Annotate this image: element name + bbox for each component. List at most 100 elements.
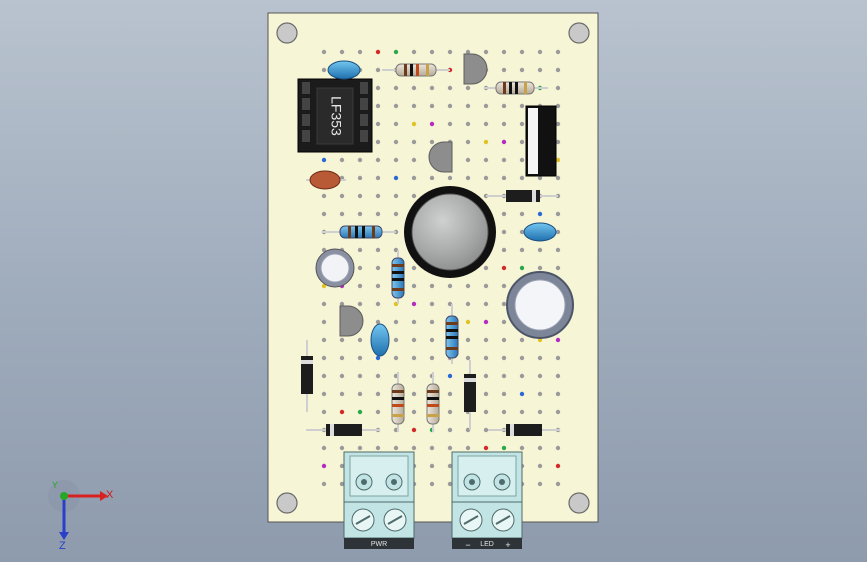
- board-hole: [519, 211, 525, 217]
- board-hole: [537, 265, 543, 271]
- z-axis-label: Z: [59, 540, 66, 550]
- board-hole: [447, 445, 453, 451]
- board-hole: [447, 409, 453, 415]
- board-hole: [357, 301, 363, 307]
- board-hole: [393, 139, 399, 145]
- board-hole: [537, 481, 543, 487]
- board-hole: [375, 121, 381, 127]
- board-hole: [501, 157, 507, 163]
- board-hole: [465, 355, 471, 361]
- blue-capacitors[interactable]: [327, 60, 557, 357]
- board-hole: [357, 49, 363, 55]
- board-hole: [555, 481, 561, 487]
- board-hole: [483, 139, 489, 145]
- board-hole: [465, 103, 471, 109]
- board-hole: [519, 265, 525, 271]
- board-hole: [429, 121, 435, 127]
- board-hole: [501, 373, 507, 379]
- board-hole: [321, 445, 327, 451]
- orientation-triad: X Z Y: [48, 480, 114, 550]
- board-hole: [555, 49, 561, 55]
- board-hole: [339, 49, 345, 55]
- board-hole: [501, 211, 507, 217]
- resistor-top: [382, 63, 450, 77]
- board-hole: [555, 67, 561, 73]
- board-hole: [339, 211, 345, 217]
- board-hole: [375, 355, 381, 361]
- board-hole: [555, 409, 561, 415]
- board-hole: [375, 265, 381, 271]
- board-hole: [501, 301, 507, 307]
- diode-right-mid: [486, 190, 558, 202]
- board-hole: [465, 445, 471, 451]
- board-hole: [519, 121, 525, 127]
- board-hole: [519, 247, 525, 253]
- board-hole: [375, 193, 381, 199]
- board-hole: [555, 445, 561, 451]
- board-hole: [375, 247, 381, 253]
- board-hole: [393, 157, 399, 163]
- ic-chip[interactable]: LF353: [297, 78, 373, 153]
- diodes[interactable]: [301, 190, 560, 436]
- board-hole: [375, 103, 381, 109]
- board-hole: [411, 85, 417, 91]
- board-hole: [321, 193, 327, 199]
- board-hole: [537, 211, 543, 217]
- board-hole: [411, 337, 417, 343]
- diode-left-vertical: [301, 340, 313, 412]
- board-hole: [483, 175, 489, 181]
- board-hole: [357, 157, 363, 163]
- board-hole: [555, 373, 561, 379]
- board-hole: [411, 391, 417, 397]
- board-hole: [447, 103, 453, 109]
- board-hole: [501, 175, 507, 181]
- diode-bottom-left: [306, 424, 380, 436]
- resistor-right-top: [484, 81, 548, 95]
- mounting-holes: [276, 22, 590, 514]
- board-hole: [483, 121, 489, 127]
- board-hole: [465, 49, 471, 55]
- voltage-regulator[interactable]: [525, 105, 557, 177]
- resistors[interactable]: [322, 63, 548, 432]
- board-hole: [411, 319, 417, 325]
- board-hole: [411, 193, 417, 199]
- board-hole: [537, 409, 543, 415]
- terminal-blocks[interactable]: PWR LED: [343, 451, 523, 549]
- board-hole: [375, 373, 381, 379]
- board-hole: [555, 157, 561, 163]
- board-hole: [357, 211, 363, 217]
- board-hole: [321, 157, 327, 163]
- board-hole: [321, 373, 327, 379]
- board-hole: [339, 355, 345, 361]
- led-right[interactable]: [506, 271, 574, 339]
- board-hole: [447, 49, 453, 55]
- led-left[interactable]: [315, 248, 355, 288]
- board-hole: [321, 337, 327, 343]
- board-hole: [429, 139, 435, 145]
- board-hole: [537, 67, 543, 73]
- board-hole: [537, 391, 543, 397]
- board-hole: [501, 49, 507, 55]
- electrolytic-capacitor[interactable]: [404, 186, 496, 278]
- board-hole: [555, 391, 561, 397]
- board-hole: [483, 355, 489, 361]
- board-hole: [555, 355, 561, 361]
- board-hole: [501, 337, 507, 343]
- board-hole: [411, 445, 417, 451]
- board-hole: [483, 103, 489, 109]
- board-hole: [501, 283, 507, 289]
- board-hole: [501, 355, 507, 361]
- board-hole: [429, 481, 435, 487]
- board-hole: [393, 175, 399, 181]
- board-hole: [483, 301, 489, 307]
- board-hole: [465, 139, 471, 145]
- board-hole: [429, 175, 435, 181]
- board-hole: [339, 373, 345, 379]
- transistors[interactable]: [339, 53, 488, 337]
- board-hole: [411, 139, 417, 145]
- ceramic-capacitor[interactable]: [306, 170, 346, 190]
- board-hole: [339, 391, 345, 397]
- board-hole: [537, 373, 543, 379]
- board-hole: [519, 391, 525, 397]
